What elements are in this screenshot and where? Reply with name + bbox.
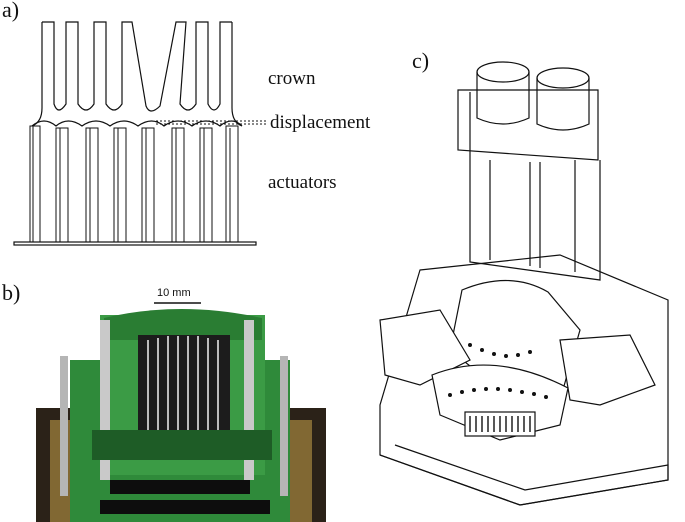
panel-label-b: b): [2, 280, 21, 305]
pcb-pads: [448, 343, 548, 399]
isometric-assembly: [379, 61, 669, 506]
base-plate: [13, 241, 257, 246]
panel-label-c: c): [412, 48, 430, 73]
crown-outline: [31, 21, 243, 127]
connector-pins: [469, 416, 531, 432]
scale-bar-label: 10 mm: [157, 287, 191, 299]
panel-label-a: a): [2, 0, 20, 22]
actuator-columns: [29, 125, 239, 243]
actuators-label: actuators: [268, 172, 337, 193]
device-photo: [36, 309, 326, 522]
crown-label: crown: [268, 68, 316, 89]
displacement-label: displacement: [270, 112, 371, 133]
